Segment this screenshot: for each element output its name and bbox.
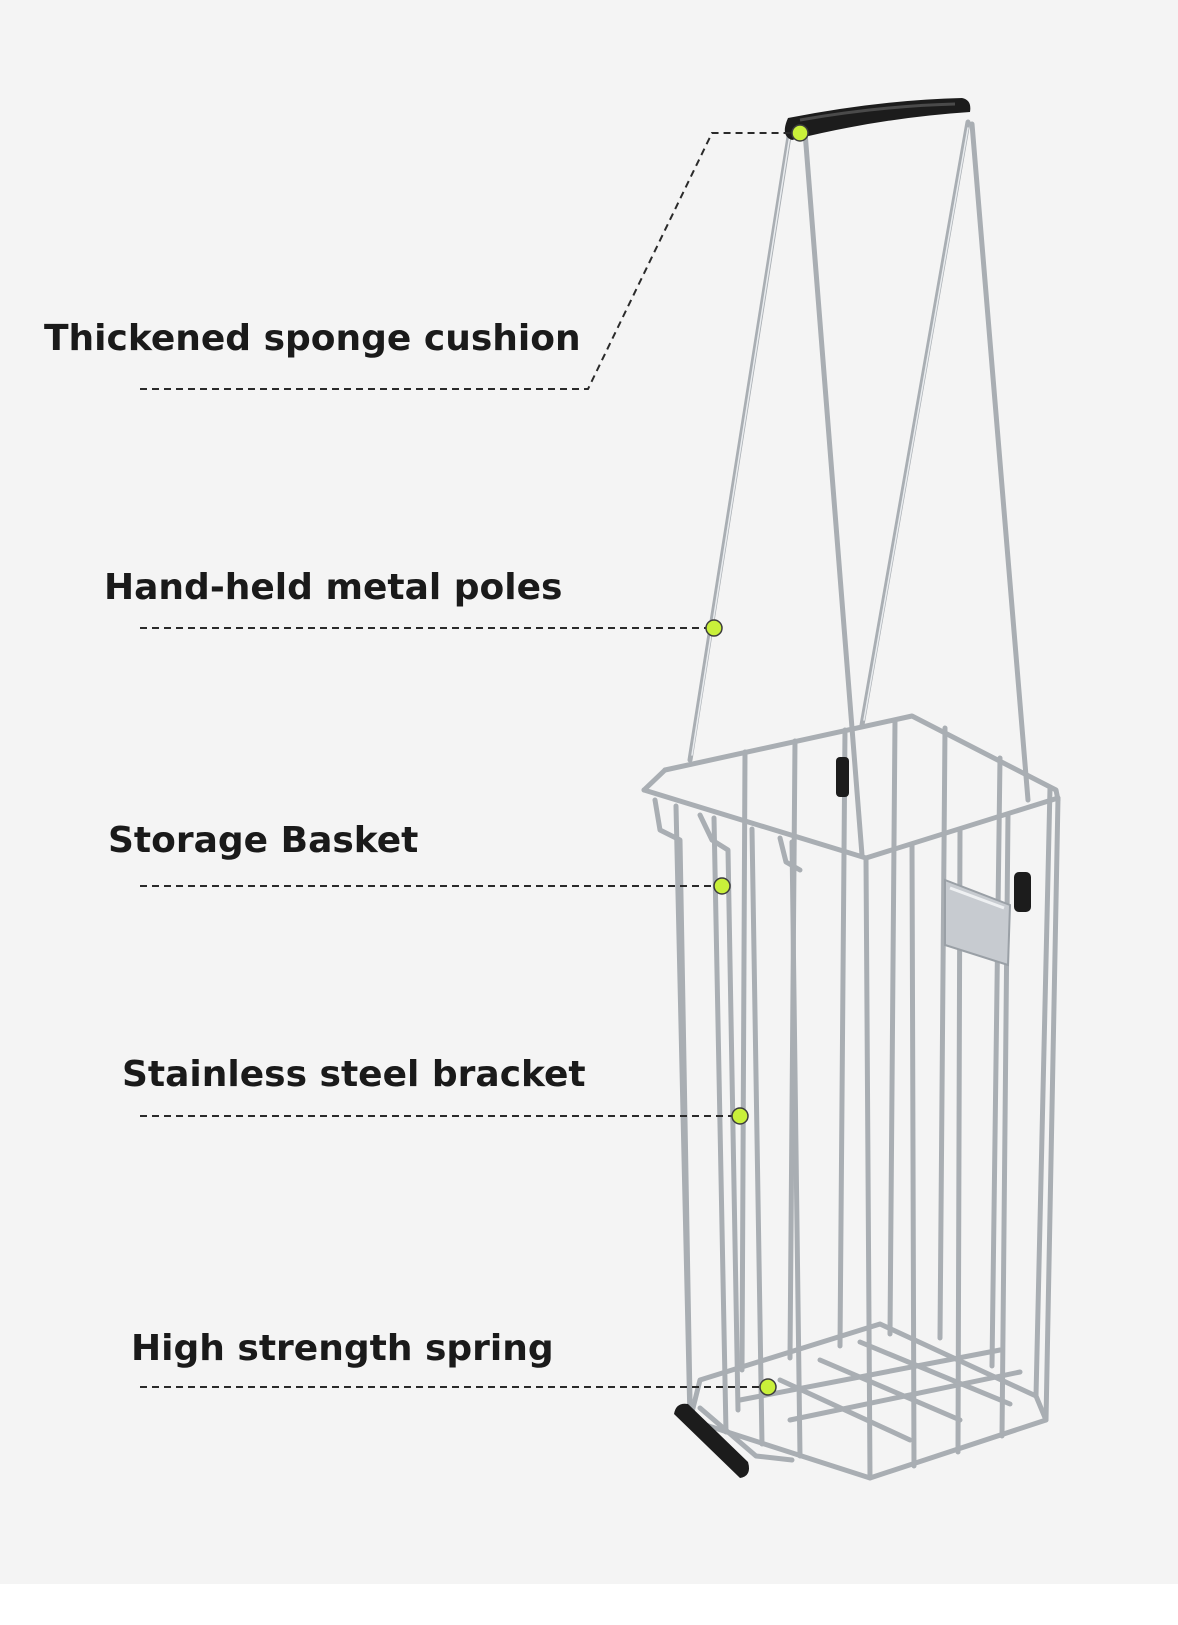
handle-poles [687,119,1031,858]
ball-pickup-basket [641,98,1061,1481]
leader-line-cushion [140,132,800,390]
callout-spring: High strength spring [131,1328,777,1396]
callout-label-poles: Hand-held metal poles [104,567,562,608]
marker-dot-cushion [791,124,809,142]
callout-basket: Storage Basket [108,820,731,895]
sponge-cushion-grip [784,98,971,140]
marker-dot-bracket [731,1107,749,1125]
callout-label-basket: Storage Basket [108,820,418,861]
side-plate [944,878,1012,967]
callout-label-spring: High strength spring [131,1328,554,1369]
marker-dot-spring [759,1378,777,1396]
marker-dot-basket [713,877,731,895]
bottom-strip [0,1584,1178,1625]
callout-cushion: Thickened sponge cushion [44,124,809,390]
callout-bracket: Stainless steel bracket [122,1054,749,1125]
pole-clip-left [836,757,849,797]
stainless-steel-bracket [652,797,803,1413]
callout-poles: Hand-held metal poles [104,567,723,637]
spring-lever [674,1403,795,1478]
basket-bottom [687,1321,1049,1481]
basket-back-wires [739,717,1053,1399]
callout-label-bracket: Stainless steel bracket [122,1054,586,1095]
pole-clip-right [1014,872,1031,912]
marker-dot-poles [705,619,723,637]
callout-label-cushion: Thickened sponge cushion [44,318,581,359]
